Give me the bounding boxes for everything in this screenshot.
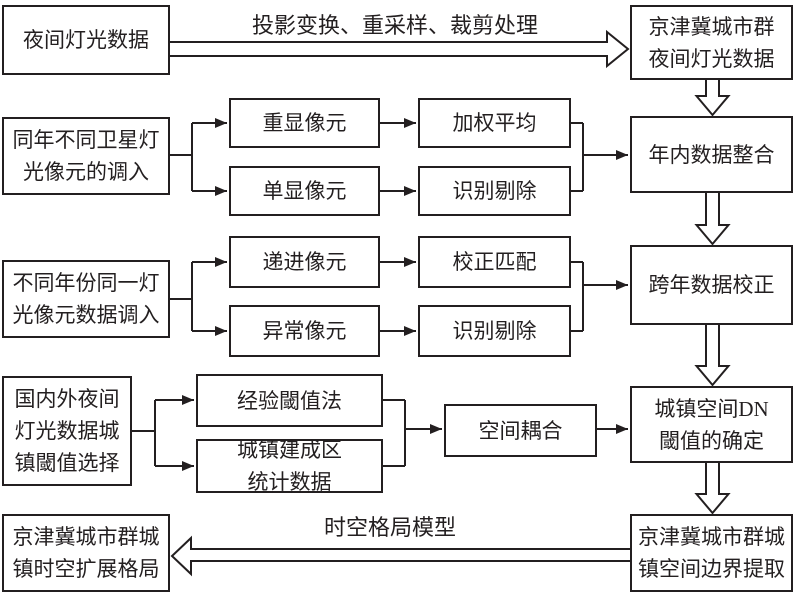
node-night-light-data: 夜间灯光数据 [2, 5, 170, 75]
node-built-up-area-statistics: 城镇建成区 统计数据 [196, 438, 383, 494]
edge-label-model: 时空格局模型 [323, 515, 456, 540]
node-identify-remove-1: 识别剔除 [418, 166, 571, 216]
node-weighted-average: 加权平均 [418, 98, 571, 148]
right-block-arrow-top [168, 29, 630, 69]
node-bth-boundary-extraction: 京津冀城市群城 镇空间边界提取 [630, 514, 793, 592]
fork-merge-lines [132, 118, 628, 471]
node-abnormal-pixels: 异常像元 [229, 305, 380, 357]
node-identify-remove-2: 识别剔除 [418, 305, 571, 357]
node-same-year-satellite-pixels-input: 同年不同卫星灯 光像元的调入 [2, 117, 170, 195]
node-intra-year-integration: 年内数据整合 [630, 116, 793, 193]
node-bth-urban-expansion-pattern: 京津冀城市群城 镇时空扩展格局 [2, 514, 170, 592]
node-bth-night-light-data: 京津冀城市群 夜间灯光数据 [630, 5, 793, 80]
node-spatial-coupling: 空间耦合 [444, 404, 597, 457]
node-single-pixels: 单显像元 [229, 166, 380, 216]
edge-label-preprocessing: 投影变换、重采样、裁剪处理 [251, 13, 538, 38]
down-block-arrow-2 [694, 191, 731, 246]
down-block-arrow-3 [694, 323, 731, 387]
node-cross-year-same-pixel-input: 不同年份同一灯 光像元数据调入 [2, 260, 170, 338]
down-block-arrow-1 [694, 78, 731, 117]
block-arrows [168, 29, 731, 577]
node-correction-matching: 校正匹配 [418, 236, 571, 288]
down-block-arrow-4 [694, 461, 731, 515]
node-threshold-selection: 国内外夜间 灯光数据城 镇閾值选择 [2, 376, 132, 486]
node-dn-threshold-determination: 城镇空间DN 閾值的确定 [630, 386, 793, 463]
left-block-arrow-bottom [170, 535, 632, 577]
node-empirical-threshold-method: 经验閾值法 [196, 374, 383, 427]
node-repeated-pixels: 重显像元 [229, 98, 380, 148]
node-cross-year-correction: 跨年数据校正 [630, 245, 793, 325]
node-progressive-pixels: 递进像元 [229, 236, 380, 288]
